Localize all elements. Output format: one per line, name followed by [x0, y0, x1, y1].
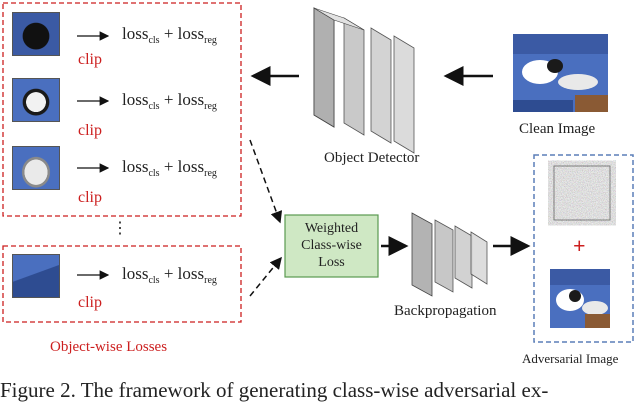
- clean-image-label: Clean Image: [519, 121, 596, 137]
- noise-image: [553, 165, 611, 221]
- dashed-arrow-top: [249, 139, 283, 224]
- adversarial-image-label: Adversarial Image: [522, 351, 619, 366]
- object-thumbnail-1: [12, 12, 60, 56]
- object-detector-icon: [313, 7, 415, 154]
- object-thumbnail-3: [12, 146, 60, 190]
- adversarial-image: [550, 269, 610, 328]
- dashed-arrow-bottom: [249, 256, 282, 297]
- backpropagation-label: Backpropagation: [394, 303, 497, 319]
- figure-caption: Figure 2. The framework of generating cl…: [0, 378, 549, 402]
- object-thumbnail-2: [12, 78, 60, 122]
- clip-label-4: clip: [78, 294, 102, 311]
- clip-label-2: clip: [78, 122, 102, 139]
- object-wise-losses-label: Object-wise Losses: [50, 339, 168, 355]
- loss-formula-1: losscls + lossreg: [122, 24, 217, 46]
- object-losses-box-top: [2, 2, 242, 217]
- weighted-loss-box: [284, 214, 379, 278]
- plus-sign: +: [573, 233, 586, 258]
- weighted-loss-text: Weighted Class-wise Loss: [301, 221, 362, 270]
- ellipsis: ⋮: [112, 220, 128, 237]
- clean-image: [513, 34, 608, 112]
- object-losses-box-bottom: [2, 245, 242, 323]
- loss-formula-4: losscls + lossreg: [122, 264, 217, 286]
- adversarial-box: [533, 154, 634, 343]
- loss-formula-3: losscls + lossreg: [122, 157, 217, 179]
- object-detector-label: Object Detector: [324, 150, 420, 166]
- clip-label-3: clip: [78, 189, 102, 206]
- backpropagation-icon: [411, 212, 488, 297]
- loss-formula-2: losscls + lossreg: [122, 90, 217, 112]
- object-thumbnail-4: [12, 254, 60, 298]
- clip-label-1: clip: [78, 51, 102, 68]
